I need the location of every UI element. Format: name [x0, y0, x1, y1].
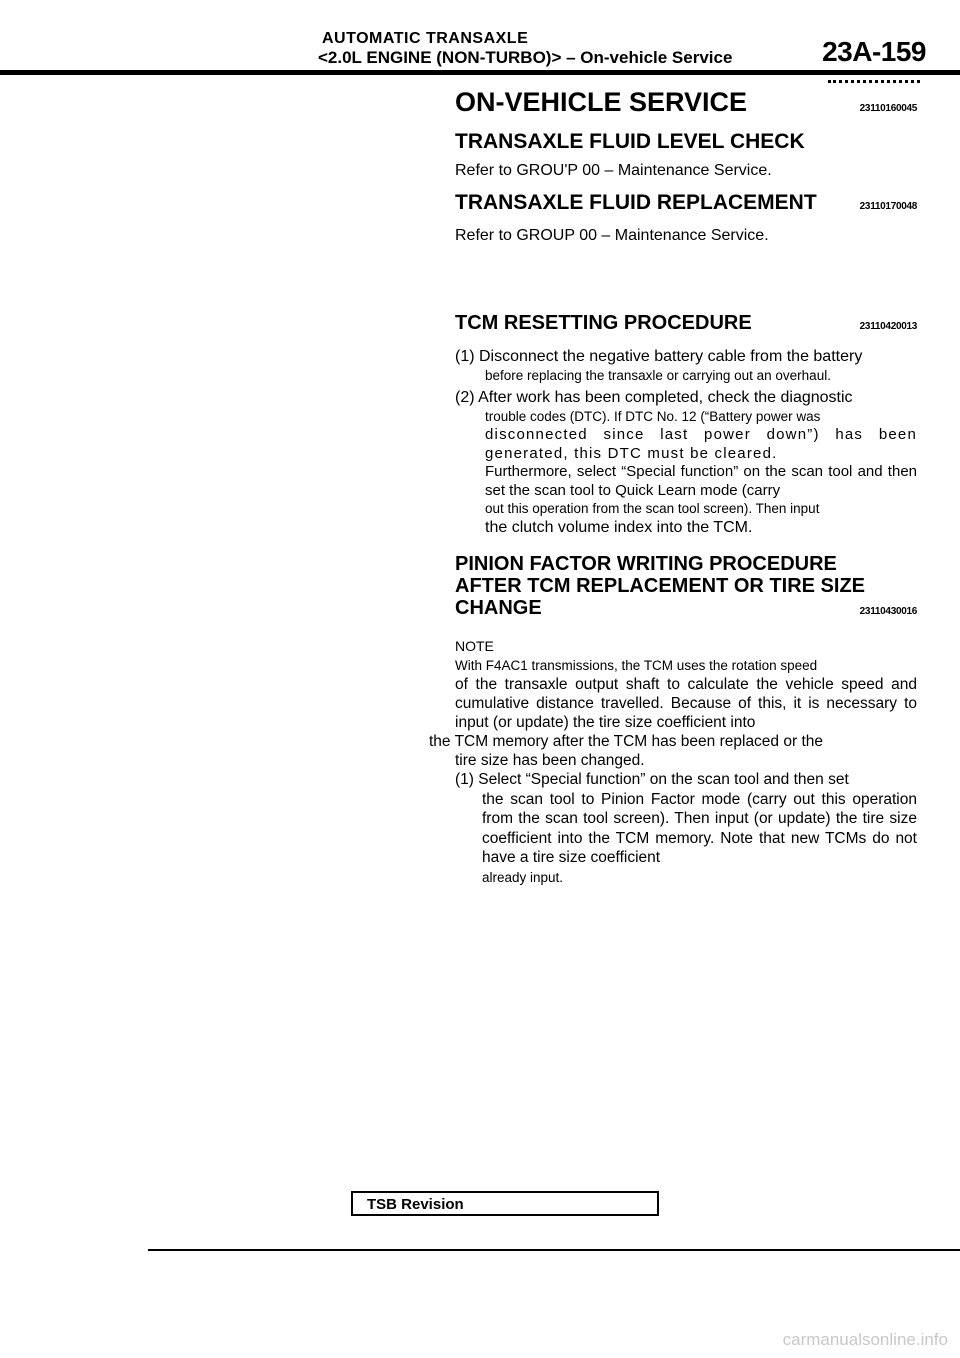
fluid-level-heading: TRANSAXLE FLUID LEVEL CHECK: [455, 129, 917, 155]
fluid-replacement-code: 23110170048: [859, 201, 918, 212]
tcm-step-1-cont: before replacing the transaxle or carryi…: [485, 368, 831, 383]
note-end: tire size has been changed.: [455, 752, 645, 769]
tsb-revision-label: TSB Revision: [367, 1196, 464, 1213]
pinion-heading-text-1: PINION FACTOR WRITING PROCEDURE: [455, 553, 837, 575]
note-label: NOTE: [455, 638, 494, 654]
pinion-heading-line-1: PINION FACTOR WRITING PROCEDURE: [455, 553, 917, 575]
tcm-reset-heading-text: TCM RESETTING PROCEDURE: [455, 312, 752, 334]
tcm-step-2-line-2: disconnected since last power down”) has…: [485, 426, 917, 462]
pinion-heading-text-2: AFTER TCM REPLACEMENT OR TIRE SIZE: [455, 575, 865, 597]
tcm-reset-heading: TCM RESETTING PROCEDURE 23110420013: [455, 311, 917, 339]
pinion-step-1-last: already input.: [482, 868, 917, 888]
header-title: AUTOMATIC TRANSAXLE: [322, 30, 529, 47]
fluid-level-refer: Refer to GROU'P 00 – Maintenance Service…: [455, 162, 772, 179]
pinion-step-1-last-text: already input.: [482, 869, 564, 885]
main-heading-text: ON-VEHICLE SERVICE: [455, 87, 748, 117]
fluid-replacement-heading: TRANSAXLE FLUID REPLACEMENT 23110170048: [455, 190, 917, 220]
note-first-text: With F4AC1 transmissions, the TCM uses t…: [455, 658, 818, 673]
tcm-step-2: (2) After work has been completed, check…: [455, 388, 853, 406]
pinion-code: 23110430016: [859, 606, 918, 617]
tsb-revision-box: TSB Revision: [351, 1191, 659, 1216]
header-rule: [0, 70, 960, 75]
note-body: of the transaxle output shaft to calcula…: [455, 676, 917, 731]
fluid-replacement-refer: Refer to GROUP 00 – Maintenance Service.: [455, 227, 769, 244]
fluid-replacement-heading-text: TRANSAXLE FLUID REPLACEMENT: [455, 191, 817, 214]
header-dots-divider: [828, 80, 920, 86]
main-heading-code: 23110160045: [859, 103, 918, 114]
watermark: carmanualsonline.info: [782, 1330, 948, 1349]
spacer: [455, 245, 917, 311]
tcm-step-2-line-4: out this operation from the scan tool sc…: [485, 501, 820, 516]
note-wide-line: the TCM memory after the TCM has been re…: [429, 733, 823, 750]
pinion-step-1: (1) Select “Special function” on the sca…: [455, 771, 849, 788]
tcm-step-2-line-5: the clutch volume index into the TCM.: [485, 518, 753, 536]
tcm-reset-code: 23110420013: [859, 321, 918, 332]
tcm-step-2-line-3: Furthermore, select “Special function” o…: [485, 463, 917, 499]
spacer: [455, 537, 917, 553]
note-first-line: With F4AC1 transmissions, the TCM uses t…: [455, 656, 917, 675]
pinion-heading-line-3: CHANGE 23110430016: [455, 597, 917, 623]
pinion-step-1-body: the scan tool to Pinion Factor mode (car…: [482, 790, 917, 867]
tcm-step-1: (1) Disconnect the negative battery cabl…: [455, 348, 863, 365]
page-number: 23A-159: [822, 36, 926, 67]
tcm-step-2-line-1: trouble codes (DTC). If DTC No. 12 (“Bat…: [485, 408, 821, 424]
section-heading-main: ON-VEHICLE SERVICE 23110160045: [455, 86, 917, 125]
pinion-heading-line-2: AFTER TCM REPLACEMENT OR TIRE SIZE: [455, 575, 917, 597]
fluid-level-heading-text: TRANSAXLE FLUID LEVEL CHECK: [455, 130, 805, 153]
page-content: ON-VEHICLE SERVICE 23110160045 TRANSAXLE…: [429, 86, 917, 888]
pinion-heading-text-3: CHANGE: [455, 597, 542, 619]
footer-rule: [148, 1249, 960, 1251]
header-subtitle: <2.0L ENGINE (NON-TURBO)> – On-vehicle S…: [318, 48, 733, 67]
